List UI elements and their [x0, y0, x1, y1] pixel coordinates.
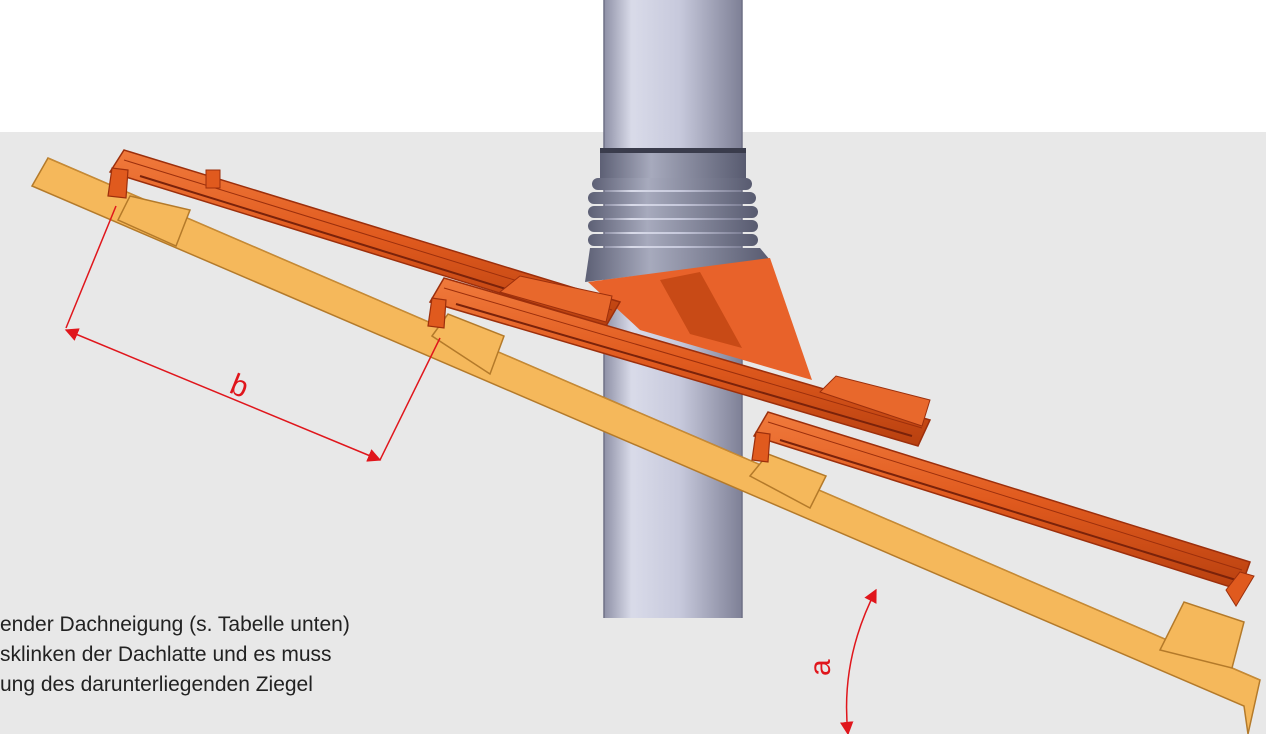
- angle-a-label: a: [804, 659, 837, 676]
- caption-line-1: ender Dachneigung (s. Tabelle unten): [0, 613, 350, 636]
- pipe-collar: [585, 148, 770, 282]
- caption-line-3: ung des darunterliegenden Ziegel: [0, 673, 313, 696]
- batten-4: [1158, 601, 1245, 669]
- rafter: [30, 157, 1261, 734]
- roof-tile-lower: [751, 411, 1255, 607]
- caption-line-2: sklinken der Dachlatte und es muss: [0, 643, 332, 666]
- caption-text: ender Dachneigung (s. Tabelle unten) skl…: [0, 610, 560, 700]
- penetration-cone: [588, 258, 812, 380]
- angle-a: [839, 588, 877, 734]
- roof-tile-middle: [427, 275, 932, 447]
- dimension-b: [64, 205, 441, 462]
- batten-1: [116, 195, 192, 248]
